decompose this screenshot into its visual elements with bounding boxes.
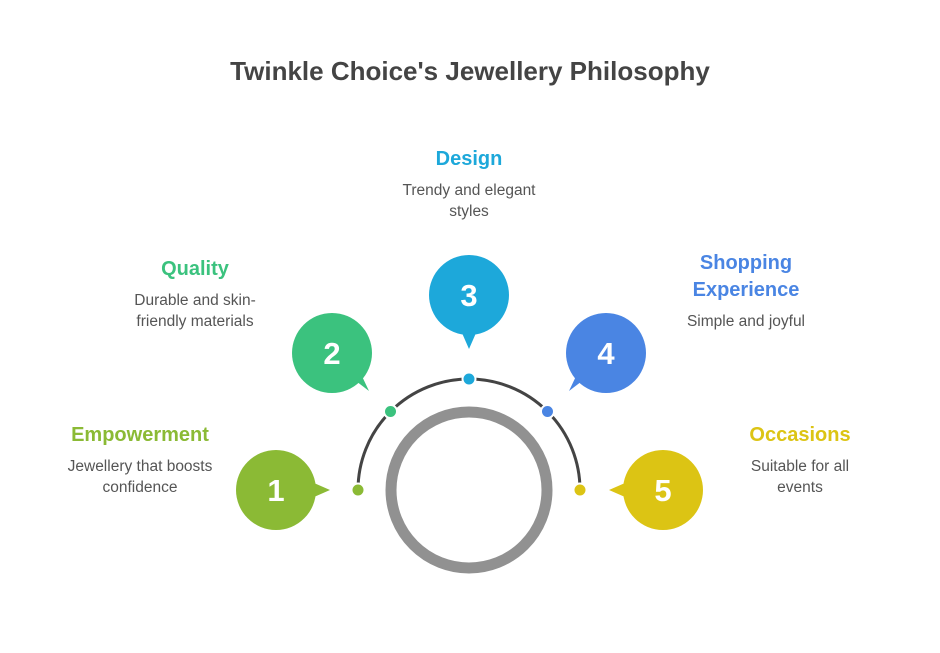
center-ring [385,406,553,574]
item-label-occasions: Occasions Suitable for all events [710,422,890,498]
bubble-circle [292,313,372,393]
step-number: 1 [267,473,284,508]
item-label-shopping-experience: Shopping Experience Simple and joyful [661,250,831,332]
speech-bubble-4: 4 [566,313,646,393]
item-label-design: Design Trendy and elegant styles [369,146,569,222]
item-heading: Shopping Experience [692,252,800,301]
item-description: Durable and skin-friendly materials [134,292,256,330]
step-number: 4 [597,336,615,371]
bubble-circle [236,450,316,530]
step-number: 2 [323,336,340,371]
step-number: 3 [460,278,477,313]
item-heading: Quality [161,258,229,280]
bubble-circle [429,255,509,335]
arc-dot-4 [539,404,555,420]
arc-dot-3 [461,371,477,387]
bubble-pointer [314,483,330,497]
speech-bubble-3: 3 [429,255,509,349]
bubble-pointer [462,333,476,349]
item-description: Simple and joyful [686,313,806,330]
item-label-quality: Quality Durable and skin-friendly materi… [100,256,290,332]
speech-bubble-5: 5 [609,450,703,530]
arc-dot-1 [350,482,366,498]
speech-bubble-1: 1 [236,450,330,530]
step-number: 5 [654,473,671,508]
arc-dot-5 [572,482,588,498]
item-description: Jewellery that boosts confidence [67,458,213,496]
item-description: Trendy and elegant styles [402,182,536,220]
bubble-circle [566,313,646,393]
item-heading: Occasions [749,424,851,446]
item-label-empowerment: Empowerment Jewellery that boosts confid… [40,422,240,498]
bubble-pointer [609,483,625,497]
bubble-circle [623,450,703,530]
diagram-title: Twinkle Choice's Jewellery Philosophy [230,56,710,86]
arc-dot-2 [383,404,399,420]
item-heading: Empowerment [71,424,209,446]
item-heading: Design [435,148,503,170]
speech-bubble-2: 2 [292,313,372,393]
item-description: Suitable for all events [750,458,850,496]
